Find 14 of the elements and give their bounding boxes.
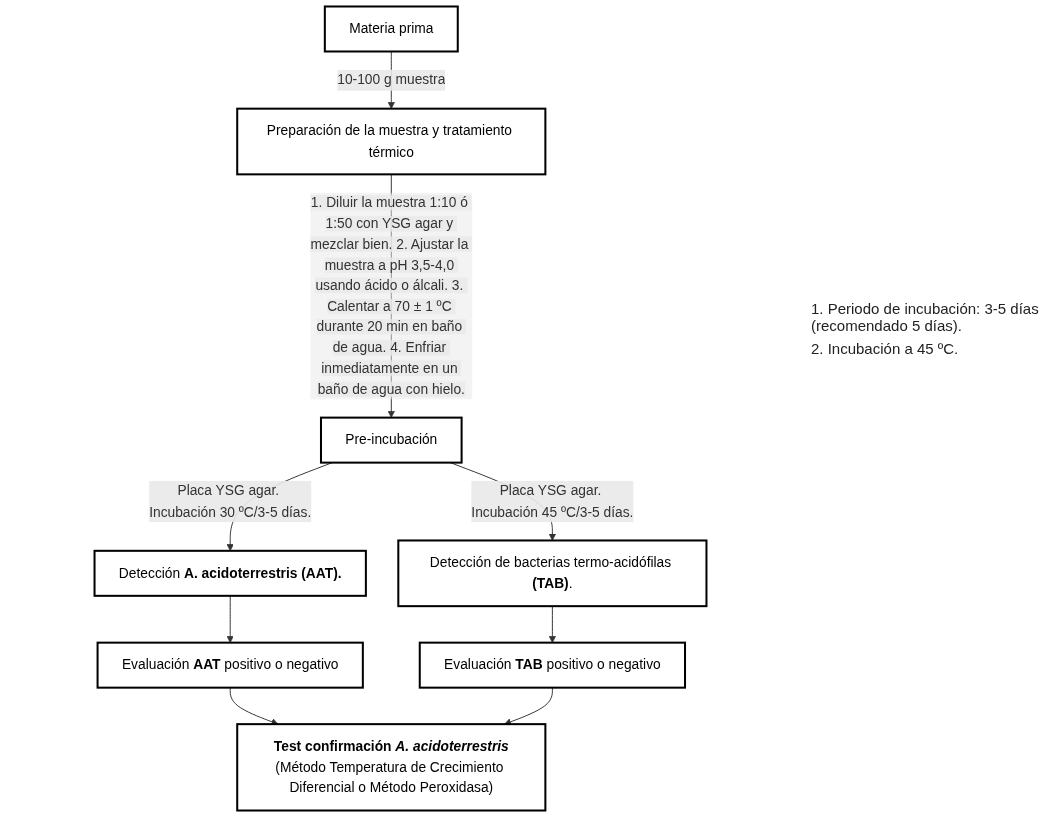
node-box: Materia prima (323, 5, 459, 53)
edge-label: 10-100 g muestra (337, 72, 446, 88)
node-box: Test confirmación A. acidoterrestris (Método Temperatura de Crecimiento Diferencial o Método Peroxidasa) (236, 723, 547, 812)
node-box: Detección de bacterias termo-acidófilas (TAB). (397, 539, 708, 608)
note-text: 2. Incubación a 45 ºC. (811, 340, 960, 357)
edge-label: Placa YSG agar. Incubación 45 ºC/3-5 días. (471, 483, 634, 520)
node-box: Preparación de la muestra y tratamiento térmico (236, 107, 547, 176)
edge-label: 1. Diluir la muestra 1:10 ó 1:50 con YSG agar y mezclar bien. 2. Ajustar la muestra a pH 3,5-4,0 usando ácido o álcali. 3. Calentar a 70 ± 1 ºC durante 20 min en baño de agua. 4. Enfriar inmediatamente en un baño de agua con hielo. (310, 195, 469, 397)
node-box: Detección A. acidoterrestris (AAT). (93, 549, 367, 597)
node-box: Evaluación AAT positivo o negativo (96, 641, 364, 689)
node-box: Pre-incubación (319, 416, 463, 464)
node-box: Evaluación TAB positivo o negativo (418, 641, 687, 689)
note-text: 1. Periodo de incubación: 3-5 días (recomendado 5 días). (811, 300, 1040, 334)
edge-label: Placa YSG agar. Incubación 30 ºC/3-5 días. (149, 483, 312, 520)
